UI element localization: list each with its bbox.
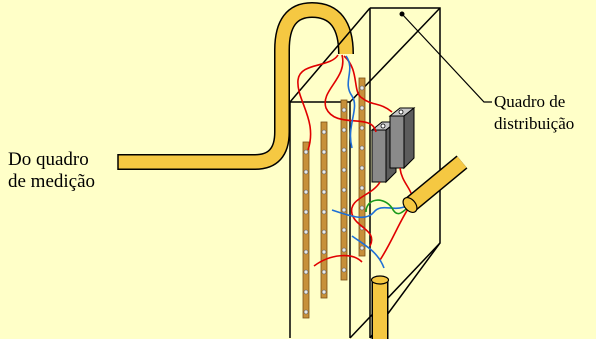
bus-bar-screw	[359, 125, 365, 131]
bus-bar-screw	[321, 229, 327, 235]
source-label: Do quadro de medição	[8, 149, 95, 193]
wire-ground	[365, 199, 413, 215]
bus-bars	[302, 77, 366, 319]
bus-bar-screw	[341, 147, 347, 153]
bus-bar-screw	[321, 129, 327, 135]
bus-bar-screw	[303, 209, 309, 215]
bus-bar-screw	[341, 187, 347, 193]
bus-bar-screw	[321, 189, 327, 195]
bus-bar-screw	[303, 169, 309, 175]
bus-bar-screw	[341, 107, 347, 113]
panel-label-line2: distribuição	[494, 114, 575, 133]
bus-bar-screw	[341, 167, 347, 173]
bus-bar-screw	[303, 149, 309, 155]
bus-bar-screw	[321, 149, 327, 155]
bus-bar-screw	[321, 209, 327, 215]
bus-bar-screw	[341, 127, 347, 133]
bus-bar-screw	[359, 105, 365, 111]
source-label-line2: de medição	[8, 171, 96, 192]
source-label-line1: Do quadro	[8, 149, 89, 170]
wire-neutral-out	[331, 203, 411, 219]
bus-bar-screw	[321, 289, 327, 295]
bus-bar-screw	[321, 169, 327, 175]
bus-bar-screw	[341, 227, 347, 233]
bus-bar-screw	[341, 207, 347, 213]
bus-bar-screw	[359, 165, 365, 171]
bus-bar-screw	[321, 249, 327, 255]
distribution-box	[289, 7, 441, 339]
bus-bar-screw	[359, 205, 365, 211]
wire-phase-6	[313, 254, 363, 267]
conduit-bottom	[370, 275, 390, 339]
circuit-breakers	[370, 106, 416, 184]
bus-bar-screw	[303, 249, 309, 255]
bus-bar-screw	[303, 269, 309, 275]
bus-bar-screw	[303, 229, 309, 235]
wire-neutral-2	[351, 235, 385, 269]
conduit-right	[402, 155, 468, 214]
wire-phase-3	[343, 55, 393, 113]
bus-bar-screw	[303, 309, 309, 315]
bus-bar-screw	[359, 85, 365, 91]
breaker-2	[388, 106, 416, 170]
wire-phase-1	[297, 54, 339, 151]
bus-bar-screw	[359, 245, 365, 251]
bus-bar-screw	[303, 289, 309, 295]
incoming-conduit	[117, 1, 354, 170]
bus-bar-screw	[303, 189, 309, 195]
bus-bar-screw	[359, 145, 365, 151]
wire-neutral-in	[345, 55, 356, 149]
wire-phase-4	[350, 181, 381, 247]
panel-label: Quadro de distribuição	[494, 91, 574, 135]
bus-bar-screw	[341, 267, 347, 273]
wire-phase-2	[324, 54, 377, 133]
bus-bar-screw	[341, 247, 347, 253]
bus-bar-screw	[321, 269, 327, 275]
panel-leader-line	[399, 11, 492, 103]
bus-bar-screw	[359, 185, 365, 191]
panel-label-line1: Quadro de	[494, 92, 566, 111]
